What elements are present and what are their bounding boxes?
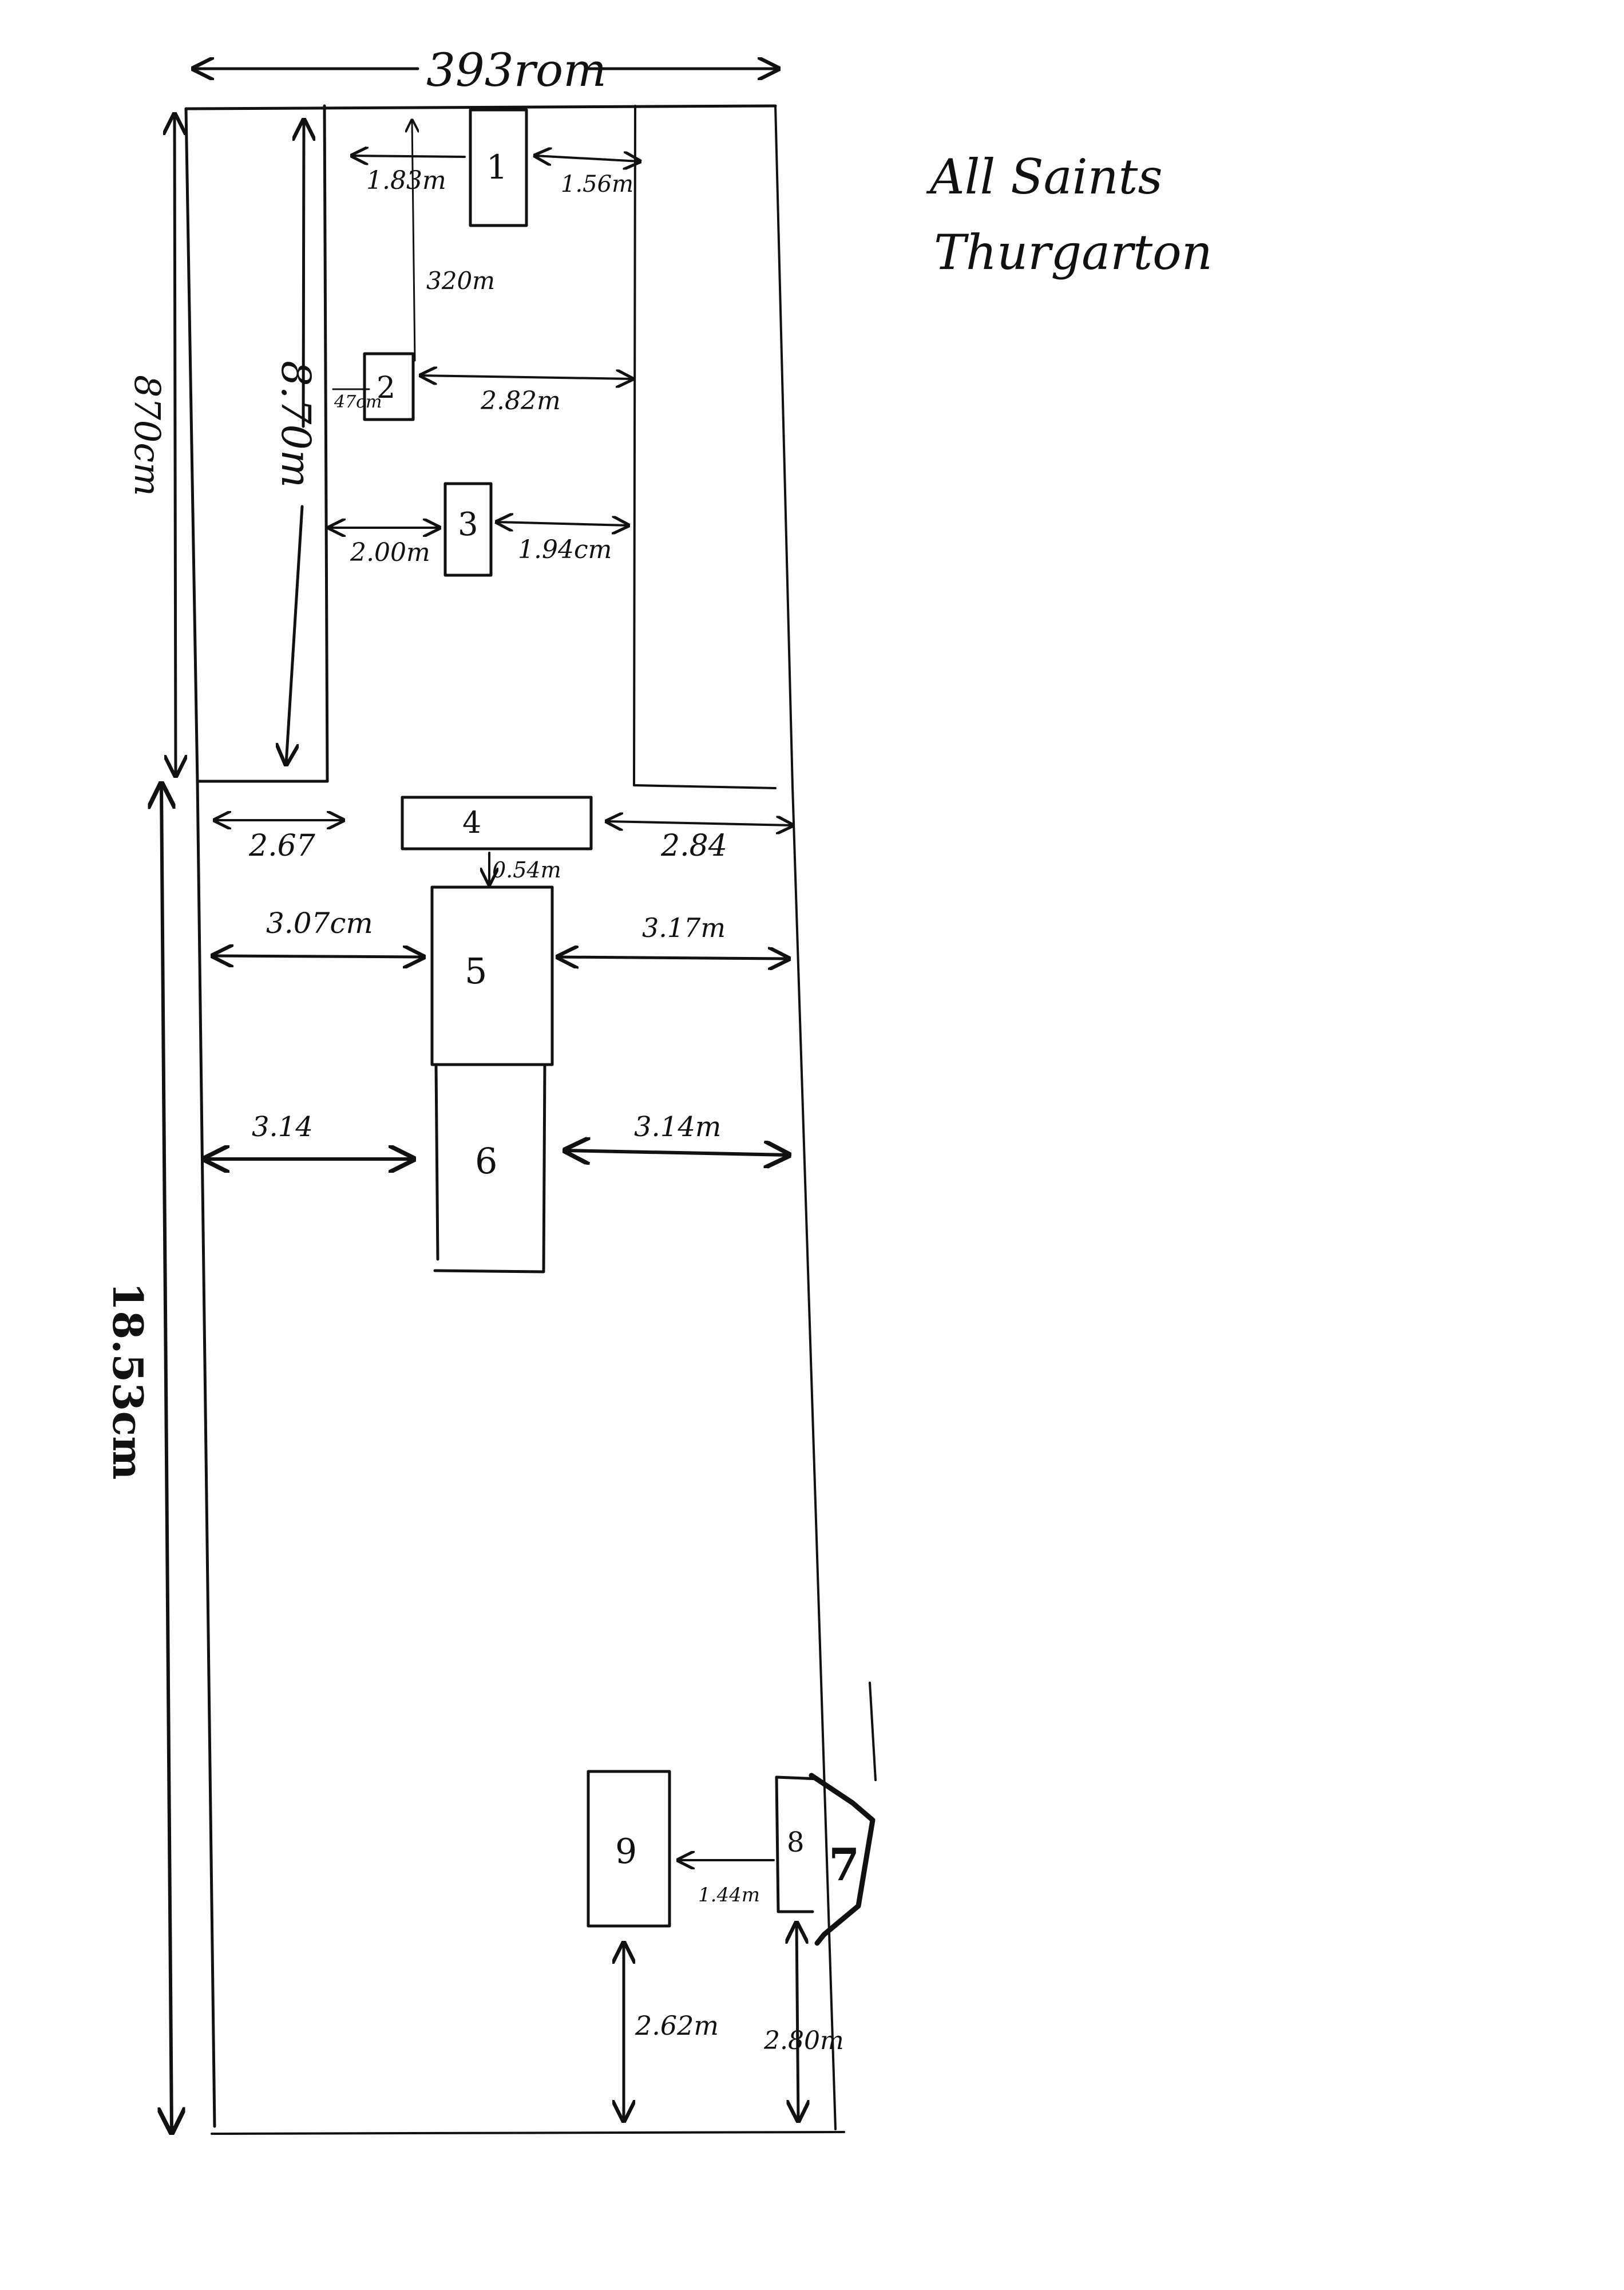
bottom-wall (211, 2131, 845, 2135)
dim-3-right: 1.94cm (518, 535, 612, 564)
dim-9-bottom: 2.62m (635, 2010, 719, 2041)
item-3-box (443, 482, 493, 577)
dim-6-left: 3.14 (252, 1111, 313, 1143)
item-9-box (587, 1770, 671, 1928)
dim-3-left: 2.00m (350, 538, 430, 567)
overall-width-dimension: 393rom (193, 43, 778, 97)
item-7: 7 (809, 1682, 877, 1946)
top-wall (184, 104, 777, 110)
item-9: 9 (587, 1770, 671, 1928)
dim-5-right: 3.17m (642, 912, 726, 943)
nave-length-label: 18.53cm (104, 1282, 152, 1480)
chancel-length-dimension: 870cm (126, 114, 176, 776)
title-church-name: All Saints (926, 149, 1163, 205)
overall-width-label: 393rom (426, 43, 607, 97)
item-4: 4 (401, 796, 593, 851)
left-wall-chancel (184, 107, 199, 783)
item-2-label: 2 (377, 371, 395, 405)
dim-9-to-8: 1.44m (698, 1884, 760, 1907)
nave-length-dimension: 18.53cm (104, 784, 172, 2132)
dim-1-left: 1.83m (366, 166, 446, 195)
dim-4-to-5: 0.54m (492, 857, 561, 883)
right-wall-chancel (774, 105, 794, 788)
item-3: 3 (443, 482, 493, 577)
title-location: Thurgarton (934, 224, 1213, 280)
item-9-label: 9 (615, 1832, 637, 1872)
item-3-dimensions: 2.00m 1.94cm (329, 522, 628, 567)
dim-2-width: 47cm (334, 392, 382, 412)
item-8-9-dimensions: 1.44m 2.62m 2.80m (624, 1860, 844, 2121)
item-3-label: 3 (458, 506, 478, 543)
item-5-label: 5 (465, 950, 487, 992)
item-5: 5 (430, 885, 554, 1066)
inner-length-label: 8.70m (272, 361, 319, 488)
item-1-box (469, 108, 528, 227)
item-1-dimensions: 1.83m 1.56m 320m (352, 120, 640, 362)
dim-8-bottom: 2.80m (763, 2026, 844, 2055)
item-1-label: 1 (486, 148, 508, 187)
item-4-label: 4 (462, 806, 481, 840)
dim-2-right: 2.82m (480, 386, 561, 416)
item-2: 2 (363, 352, 415, 421)
dim-4-right: 2.84 (660, 829, 727, 863)
item-6: 6 (433, 1063, 546, 1273)
chancel-inner-walls (196, 104, 777, 789)
dim-5-left: 3.07cm (266, 907, 373, 940)
item-2-dimensions: 47cm 2.82m (332, 375, 632, 416)
item-6-dimensions: 3.14 3.14m (205, 1111, 789, 1159)
item-7-label: 7 (829, 1839, 859, 1891)
item-6-label: 6 (475, 1140, 497, 1182)
item-1: 1 (469, 108, 528, 227)
item-2-box (363, 352, 415, 421)
item-4-dimensions: 2.67 2.84 0.54m (215, 820, 793, 884)
dim-1-to-2: 320m (426, 267, 495, 295)
item-4-box (401, 796, 593, 851)
left-wall-nave (196, 780, 216, 2128)
chancel-length-label: 870cm (126, 375, 168, 496)
item-8-label: 8 (787, 1826, 805, 1858)
item-8: 8 (775, 1775, 820, 1913)
dim-4-left: 2.67 (248, 829, 316, 863)
dim-1-right: 1.56m (561, 171, 633, 197)
item-5-dimensions: 3.07cm 3.17m (213, 907, 789, 959)
inner-length-dimension: 8.70m (272, 120, 319, 764)
item-5-box (430, 885, 554, 1066)
dim-6-right: 3.14m (634, 1111, 721, 1143)
right-wall-nave (791, 786, 837, 2130)
outer-walls (184, 104, 845, 2135)
